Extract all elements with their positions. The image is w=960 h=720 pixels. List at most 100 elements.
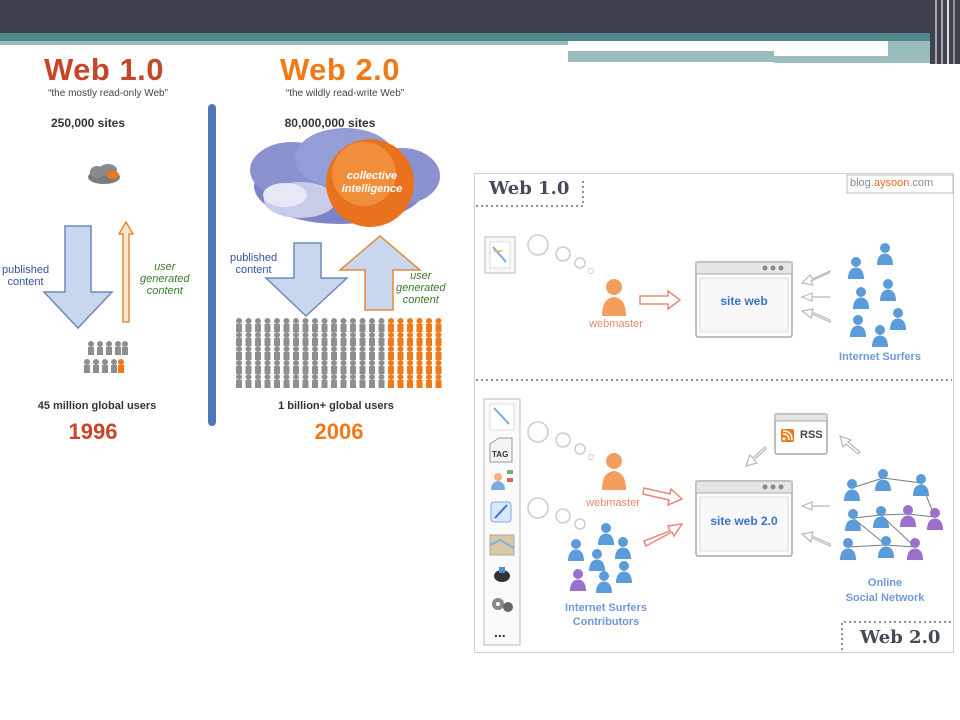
crowd-person bbox=[435, 360, 442, 374]
crowd-person bbox=[321, 332, 328, 346]
crowd-person bbox=[426, 360, 432, 374]
crowd-person bbox=[350, 360, 356, 374]
crowd-person bbox=[378, 360, 385, 374]
web1-webmaster-label: webmaster bbox=[589, 318, 643, 330]
crowd-person bbox=[416, 346, 423, 360]
crowd-person bbox=[302, 374, 309, 388]
large-crowd bbox=[236, 318, 442, 388]
crowd-person bbox=[236, 332, 242, 346]
crowd-person bbox=[435, 346, 442, 360]
crowd-person bbox=[416, 374, 423, 388]
accent-bar-light bbox=[0, 41, 568, 45]
crowd-person bbox=[407, 332, 413, 346]
crowd-person bbox=[435, 374, 442, 388]
crowd-person bbox=[407, 374, 413, 388]
crowd-person bbox=[407, 360, 413, 374]
crowd-person bbox=[426, 332, 432, 346]
internet-surfers-label: Internet Surfers bbox=[839, 351, 921, 363]
crowd-person bbox=[293, 374, 299, 388]
crowd-person bbox=[302, 318, 309, 332]
web1-users: 45 million global users bbox=[37, 400, 157, 412]
crowd-person bbox=[283, 360, 290, 374]
tag-label: TAG bbox=[492, 450, 509, 459]
crowd-person bbox=[350, 332, 356, 346]
crowd-person bbox=[388, 318, 394, 332]
crowd-person bbox=[388, 332, 394, 346]
web2-subtitle: “the wildly read-write Web” bbox=[285, 88, 405, 99]
web1-year: 1996 bbox=[68, 419, 118, 444]
crowd-person bbox=[340, 360, 347, 374]
crowd-person bbox=[245, 332, 252, 346]
crowd-person bbox=[416, 360, 423, 374]
accent-bar bbox=[0, 33, 960, 41]
crowd-person bbox=[378, 332, 385, 346]
crowd-person bbox=[321, 318, 328, 332]
crowd-person bbox=[397, 374, 404, 388]
crowd-person bbox=[255, 374, 261, 388]
crowd-person bbox=[255, 332, 261, 346]
crowd-person bbox=[255, 360, 261, 374]
crowd-person bbox=[350, 374, 356, 388]
web1-title: Web 1.0 bbox=[43, 52, 165, 87]
crowd-person bbox=[369, 374, 375, 388]
crowd-person bbox=[302, 332, 309, 346]
crowd-person bbox=[388, 360, 394, 374]
crowd-person bbox=[245, 374, 252, 388]
crowd-person bbox=[369, 332, 375, 346]
credit-text: blog.aysoon.com bbox=[850, 177, 934, 189]
crowd-person bbox=[236, 346, 242, 360]
crowd-person bbox=[331, 374, 337, 388]
crowd-person bbox=[416, 332, 423, 346]
crowd-person bbox=[283, 318, 290, 332]
crowd-person bbox=[274, 346, 280, 360]
crowd-person bbox=[293, 346, 299, 360]
crowd-person bbox=[245, 346, 252, 360]
crowd-person bbox=[369, 346, 375, 360]
crowd-person bbox=[388, 346, 394, 360]
corner-decoration bbox=[930, 0, 960, 64]
crowd-person bbox=[255, 318, 261, 332]
crowd-person bbox=[397, 346, 404, 360]
crowd-person bbox=[312, 318, 318, 332]
crowd-person bbox=[312, 374, 318, 388]
crowd-person bbox=[397, 318, 404, 332]
web2-year: 2006 bbox=[314, 419, 364, 444]
crowd-person bbox=[340, 346, 347, 360]
crowd-person bbox=[407, 318, 413, 332]
crowd-person bbox=[264, 374, 271, 388]
crowd-person bbox=[245, 318, 252, 332]
crowd-person bbox=[321, 360, 328, 374]
web2-users: 1 billion+ global users bbox=[278, 400, 394, 412]
title-bar bbox=[0, 0, 960, 33]
crowd-person bbox=[245, 360, 252, 374]
crowd-person bbox=[274, 332, 280, 346]
crowd-person bbox=[283, 332, 290, 346]
crowd-person bbox=[264, 346, 271, 360]
center-divider bbox=[208, 104, 216, 426]
crowd-person bbox=[302, 346, 309, 360]
small-cloud-icon bbox=[88, 164, 120, 184]
web2-sites: 80,000,000 sites bbox=[284, 116, 376, 130]
crowd-person bbox=[331, 318, 337, 332]
crowd-person bbox=[397, 360, 404, 374]
crowd-person bbox=[359, 318, 366, 332]
more-tools-ellipsis: ... bbox=[494, 624, 506, 640]
crowd-person bbox=[359, 332, 366, 346]
crowd-person bbox=[312, 332, 318, 346]
crowd-person bbox=[293, 318, 299, 332]
site-web-2-label: site web 2.0 bbox=[710, 514, 778, 528]
crowd-person bbox=[416, 318, 423, 332]
crowd-person bbox=[426, 374, 432, 388]
crowd-person bbox=[236, 318, 242, 332]
crowd-person bbox=[397, 332, 404, 346]
crowd-person bbox=[331, 346, 337, 360]
crowd-person bbox=[302, 360, 309, 374]
crowd-person bbox=[378, 346, 385, 360]
